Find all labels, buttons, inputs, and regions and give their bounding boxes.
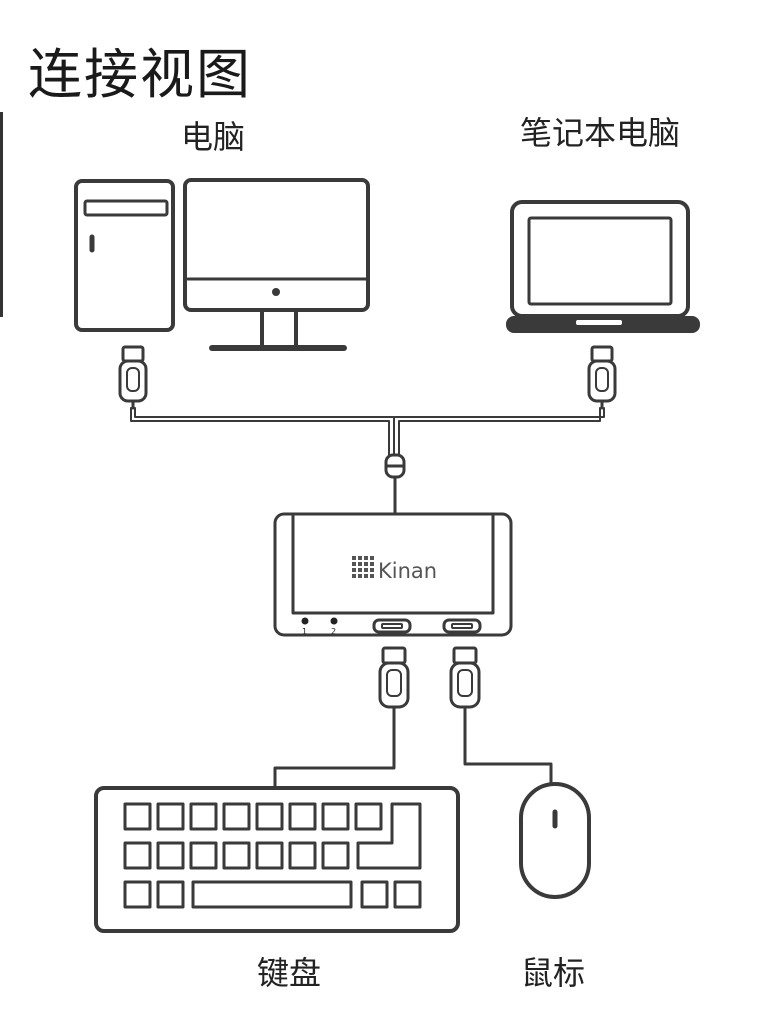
usb-plug-mouse-icon (449, 646, 481, 720)
usb-plug-keyboard-icon (378, 646, 410, 720)
led-2-icon (330, 617, 338, 625)
mouse-label: 鼠标 (521, 954, 586, 992)
usb-plug-pc-icon (118, 345, 148, 410)
laptop-icon (506, 200, 700, 333)
usb-port-keyboard (372, 618, 412, 634)
keyboard-icon (94, 786, 460, 933)
usb-plug-laptop-icon (587, 345, 617, 410)
page-edge-bar (0, 112, 3, 317)
mouse-icon (519, 782, 591, 899)
brand-name: Kinan (378, 559, 437, 583)
keyboard-label: 键盘 (257, 954, 322, 992)
port-label-2: 2 (331, 627, 336, 636)
led-1-icon (301, 617, 309, 625)
laptop-label: 笔记本电脑 (520, 114, 681, 152)
brand-logo-icon (352, 556, 374, 578)
monitor-icon (183, 178, 370, 351)
desktop-pc-label: 电脑 (181, 118, 246, 156)
kvm-switch-box (273, 512, 513, 637)
mouse-cable (463, 716, 553, 786)
usb-port-mouse (442, 618, 482, 634)
keyboard-keys (123, 802, 422, 909)
page-title: 连接视图 (28, 43, 252, 106)
port-label-1: 1 (302, 627, 307, 636)
cable-connector-icon (384, 453, 406, 516)
host-cable (130, 407, 605, 456)
pc-tower-icon (74, 179, 175, 332)
keyboard-cable (273, 716, 396, 790)
